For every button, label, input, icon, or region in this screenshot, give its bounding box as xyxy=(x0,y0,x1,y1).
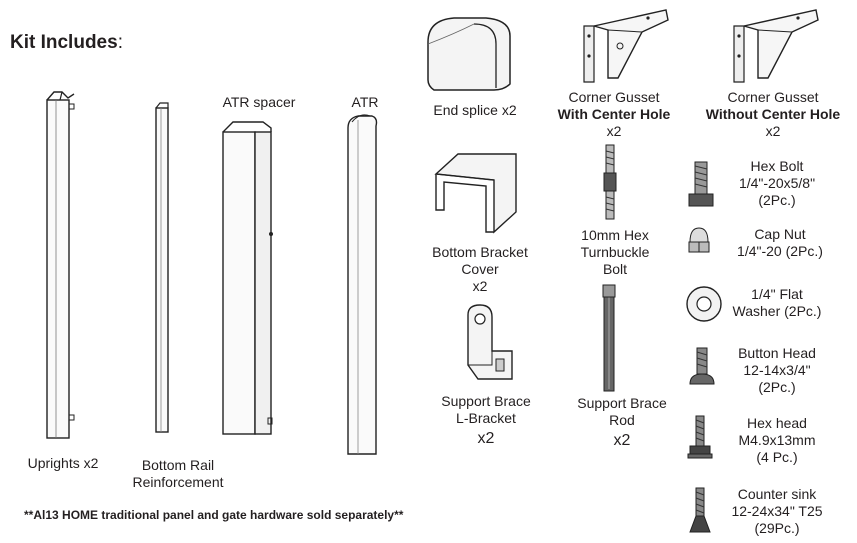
atr-spacer-label: ATR spacer xyxy=(222,94,296,110)
gusset-center-line-2: With Center Hole xyxy=(557,106,671,122)
bracket-cover-illustration xyxy=(434,153,517,234)
hex-head-line-1: Hex head xyxy=(747,415,807,431)
counter-sink-line-3: (29Pc.) xyxy=(754,520,800,536)
hex-head-screw-icon xyxy=(687,415,713,459)
end-splice-illustration xyxy=(427,17,511,91)
footer-note: **Al13 HOME traditional panel and gate h… xyxy=(24,508,404,522)
bracket-cover-label: Bottom Bracket Cover x2 xyxy=(418,244,542,295)
gusset-no-center-illustration xyxy=(733,9,819,83)
counter-sink-screw-icon xyxy=(689,487,711,533)
turnbuckle-line-2: Turnbuckle xyxy=(580,244,650,260)
counter-sink-line-1: Counter sink xyxy=(737,486,817,502)
bottom-rail-line-2: Reinforcement xyxy=(132,474,224,490)
bottom-rail-illustration xyxy=(155,102,169,433)
turnbuckle-illustration xyxy=(603,144,617,220)
hex-bolt-line-1: Hex Bolt xyxy=(750,158,804,174)
hex-bolt-icon xyxy=(688,161,714,207)
turnbuckle-line-1: 10mm Hex xyxy=(581,227,649,243)
cap-nut-label: Cap Nut 1/4"-20 (2Pc.) xyxy=(718,226,842,260)
brace-rod-label: Support Brace Rod x2 xyxy=(562,395,682,449)
l-bracket-illustration xyxy=(467,304,513,380)
bottom-rail-line-1: Bottom Rail xyxy=(141,457,215,473)
atr-label: ATR xyxy=(351,94,379,110)
brace-rod-line-1: Support Brace xyxy=(577,395,667,411)
button-head-icon xyxy=(689,347,715,385)
gusset-center-line-3: x2 xyxy=(606,123,622,139)
cap-nut-line-2: 1/4"-20 (2Pc.) xyxy=(737,243,823,259)
kit-title-colon: : xyxy=(117,32,123,53)
atr-spacer-illustration xyxy=(222,121,273,435)
button-head-line-2: 12-14x3/4" xyxy=(743,362,811,378)
cap-nut-line-1: Cap Nut xyxy=(754,226,806,242)
cap-nut-icon xyxy=(688,227,710,253)
turnbuckle-line-3: Bolt xyxy=(602,261,628,277)
upright-illustration xyxy=(46,91,75,439)
bottom-rail-label: Bottom Rail Reinforcement xyxy=(123,457,233,491)
l-bracket-label: Support Brace L-Bracket x2 xyxy=(426,393,546,447)
l-bracket-line-1: Support Brace xyxy=(441,393,531,409)
counter-sink-line-2: 12-24x34" T25 xyxy=(731,503,823,519)
brace-rod-illustration xyxy=(602,284,616,392)
button-head-line-1: Button Head xyxy=(738,345,816,361)
flat-washer-label: 1/4" Flat Washer (2Pc.) xyxy=(722,286,832,320)
flat-washer-line-1: 1/4" Flat xyxy=(751,286,803,302)
hex-bolt-line-3: (2Pc.) xyxy=(758,192,796,208)
gusset-center-line-1: Corner Gusset xyxy=(568,89,660,105)
hex-head-line-2: M4.9x13mm xyxy=(738,432,816,448)
brace-rod-line-2: Rod xyxy=(609,412,635,428)
bracket-cover-line-1: Bottom Bracket xyxy=(432,244,528,260)
uprights-label: Uprights x2 xyxy=(27,455,99,471)
flat-washer-line-2: Washer (2Pc.) xyxy=(732,303,822,319)
gusset-center-illustration xyxy=(583,9,669,83)
bracket-cover-line-2: Cover xyxy=(461,261,499,277)
gusset-no-center-line-1: Corner Gusset xyxy=(727,89,819,105)
gusset-center-label: Corner Gusset With Center Hole x2 xyxy=(544,89,684,140)
atr-illustration xyxy=(347,114,378,455)
button-head-line-3: (2Pc.) xyxy=(758,379,796,395)
l-bracket-line-3: x2 xyxy=(477,430,495,447)
flat-washer-icon xyxy=(686,286,722,322)
kit-title: Kit Includes: xyxy=(10,32,123,54)
turnbuckle-label: 10mm Hex Turnbuckle Bolt xyxy=(560,227,670,278)
gusset-no-center-line-2: Without Center Hole xyxy=(705,106,841,122)
brace-rod-line-3: x2 xyxy=(613,432,631,449)
l-bracket-line-2: L-Bracket xyxy=(456,410,516,426)
button-head-label: Button Head 12-14x3/4" (2Pc.) xyxy=(722,345,832,396)
hex-head-line-3: (4 Pc.) xyxy=(756,449,798,465)
end-splice-label: End splice x2 xyxy=(433,102,517,118)
hex-bolt-line-2: 1/4"-20x5/8" xyxy=(738,175,816,191)
hex-bolt-label: Hex Bolt 1/4"-20x5/8" (2Pc.) xyxy=(722,158,832,209)
bracket-cover-line-3: x2 xyxy=(472,278,488,294)
counter-sink-label: Counter sink 12-24x34" T25 (29Pc.) xyxy=(722,486,832,537)
hex-head-label: Hex head M4.9x13mm (4 Pc.) xyxy=(722,415,832,466)
kit-title-text: Kit Includes xyxy=(10,32,118,53)
gusset-no-center-label: Corner Gusset Without Center Hole x2 xyxy=(690,89,856,140)
gusset-no-center-line-3: x2 xyxy=(765,123,781,139)
